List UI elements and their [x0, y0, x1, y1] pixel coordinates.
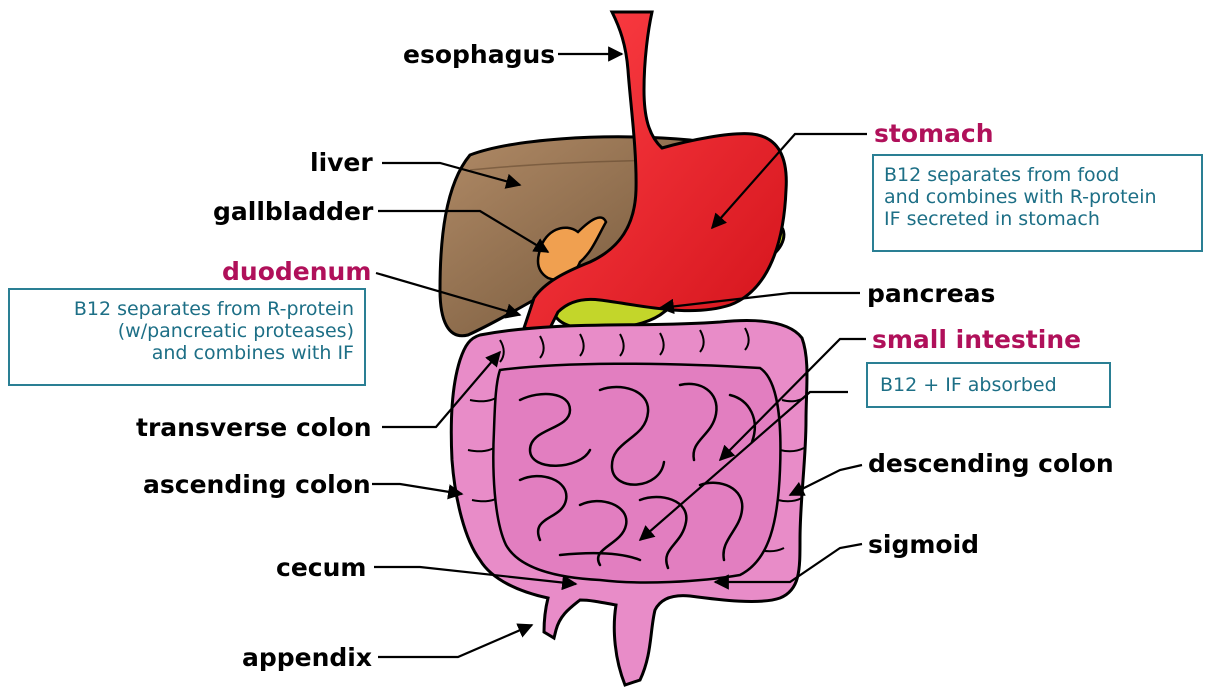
label-sigmoid: sigmoid [868, 532, 979, 557]
label-stomach: stomach [874, 121, 994, 146]
label-small-intestine: small intestine [872, 327, 1081, 352]
label-ascending-colon: ascending colon [143, 472, 371, 497]
label-transverse-colon: transverse colon [136, 415, 372, 440]
stomach-note-line-3: IF secreted in stomach [884, 208, 1191, 230]
small-intestine-note-box: B12 + IF absorbed [866, 362, 1111, 408]
stomach-note-box: B12 separates from food and combines wit… [872, 154, 1203, 252]
duodenum-note-line-3: and combines with IF [20, 342, 354, 364]
duodenum-note-line-1: B12 separates from R-protein [20, 298, 354, 320]
label-descending-colon: descending colon [868, 451, 1114, 476]
label-esophagus: esophagus [403, 42, 555, 67]
duodenum-note-box: B12 separates from R-protein (w/pancreat… [8, 288, 366, 386]
label-cecum: cecum [276, 555, 366, 580]
label-liver: liver [310, 150, 373, 175]
stomach-note-line-2: and combines with R-protein [884, 186, 1191, 208]
label-pancreas: pancreas [867, 281, 995, 306]
stomach-note-line-1: B12 separates from food [884, 164, 1191, 186]
label-duodenum: duodenum [222, 259, 371, 284]
small-intestine-note-line-1: B12 + IF absorbed [880, 374, 1097, 396]
label-gallbladder: gallbladder [213, 199, 373, 224]
duodenum-note-line-2: (w/pancreatic proteases) [20, 320, 354, 342]
label-appendix: appendix [242, 645, 372, 670]
